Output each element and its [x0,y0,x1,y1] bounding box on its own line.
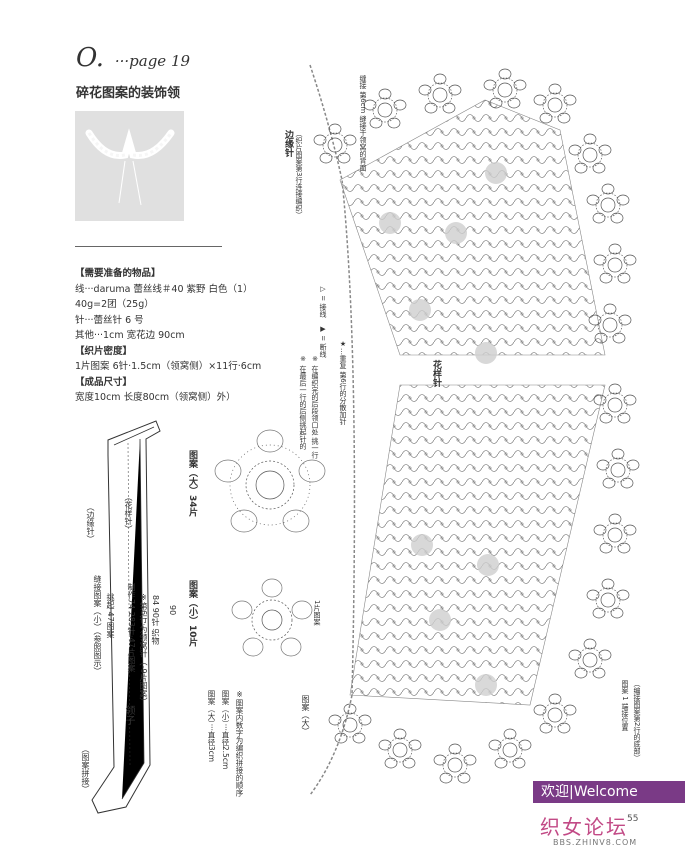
materials-section: 【需要准备的物品】 线···daruma 蕾丝线＃40 紫野 白色（1） 40g… [75,266,261,406]
motif-diagrams: 图案（大）34片 图案（小）10片 [187,420,335,720]
page-number: 55 [627,814,639,824]
lace-pattern-icon [309,64,640,796]
large-motif-title: 图案（大）34片 [186,450,199,517]
legend-large: 图案（大）···直径3cm [207,690,216,763]
page-header: O. ···page 19 [76,43,190,73]
count-label: 制作74 283针·47片图案 [127,583,136,672]
pickup-label: 挑起 47图案 [106,593,115,638]
mark-join: ▷ = 接线 [319,285,327,318]
total-label: 90 [168,605,177,616]
edge-needle-label: （边缘针） [86,503,95,543]
collar-outline-icon [91,420,161,814]
lace-needle-label: （花样针） [124,493,133,533]
motif-start-sub: （编接图案第2行的底部） [633,680,641,762]
motif-flower-icon [214,429,326,657]
right-note: ※ 在编织完的后段领口处 挑一行 [311,355,319,459]
divider [75,246,222,247]
small-motif-title: 图案（小）10片 [186,580,199,647]
materials-line: 40g=2团（25g） [75,299,154,310]
top-note: 缝接 第6cm 缝接于领窝的背面 [359,75,367,172]
materials-line: 线···daruma 蕾丝线＃40 紫野 白色（1） [75,283,253,295]
size-line: 宽度10cm 长度80cm（领窝侧）外） [75,392,236,403]
legend-small: 图案（小）···直径2.5cm [221,690,230,770]
crochet-diagram: 边缘针 （织片图案第3行连接编织） 缝接 第6cm 缝接于领窝的背面 花样针 ▷… [283,55,660,800]
motif-large-label: 图案（大） [301,695,310,735]
count-label: ※第6行·为领窝针（-9片图案） [139,593,148,706]
collar-label: 领子 [123,705,134,725]
gauge-heading: 【织片密度】 [75,345,133,357]
forum-url: BBS.ZHINV8.COM [553,838,638,847]
materials-line: 其他···1cm 宽花边 90cm [75,330,185,341]
page-title: 碎花图案的装饰领 [76,86,181,101]
motif-start-label: 图案 1 端接位置 [621,680,629,731]
join-label: （图案拼接） [81,745,90,793]
size-heading: 【成品尺寸】 [75,376,133,388]
small-motif-count: 10片 [187,625,197,647]
lace-needle-title: 花样针 [431,360,441,387]
large-motif-name: 图案（大） [187,450,197,495]
large-motif-count: 34片 [187,495,197,517]
materials-heading: 【需要准备的物品】 [75,268,161,279]
mark-cut: ▶ = 断线 [319,325,327,358]
welcome-banner: 欢迎|Welcome [533,781,685,803]
piece-label: 1片图案 [313,600,321,626]
collar-schematic: （边缘针） （花样针） 缝接图案（小）（参照图示） 挑起 47图案 制作74 2… [68,415,193,820]
gauge-line: 1片图案 6针·1.5cm（领窝侧）×11行·6cm [75,361,262,372]
collar-photo-icon [75,111,184,221]
legend-note: ※图案内数字为编织拼接的顺序 [235,690,244,797]
page-reference: ···page 19 [114,52,191,70]
materials-line: 针···蕾丝针 6 号 [75,314,144,326]
edge-needle-title: 边缘针 [283,130,293,157]
join-small-label: 缝接图案（小）（参照图示） [93,575,102,675]
count-label: 84 90针 织物 [151,595,160,645]
mid-note: ★…重复 第6行的分散加针 [339,340,347,425]
section-letter: O. [76,43,105,73]
forum-logo: 织女论坛 [540,815,628,839]
product-photo [75,111,184,221]
edge-needle-sub: （织片图案第3行连接编织） [295,130,303,219]
small-motif-name: 图案（小） [187,580,197,625]
right-note: ※ 在最后一行的后侧挑起针的 [299,355,307,450]
